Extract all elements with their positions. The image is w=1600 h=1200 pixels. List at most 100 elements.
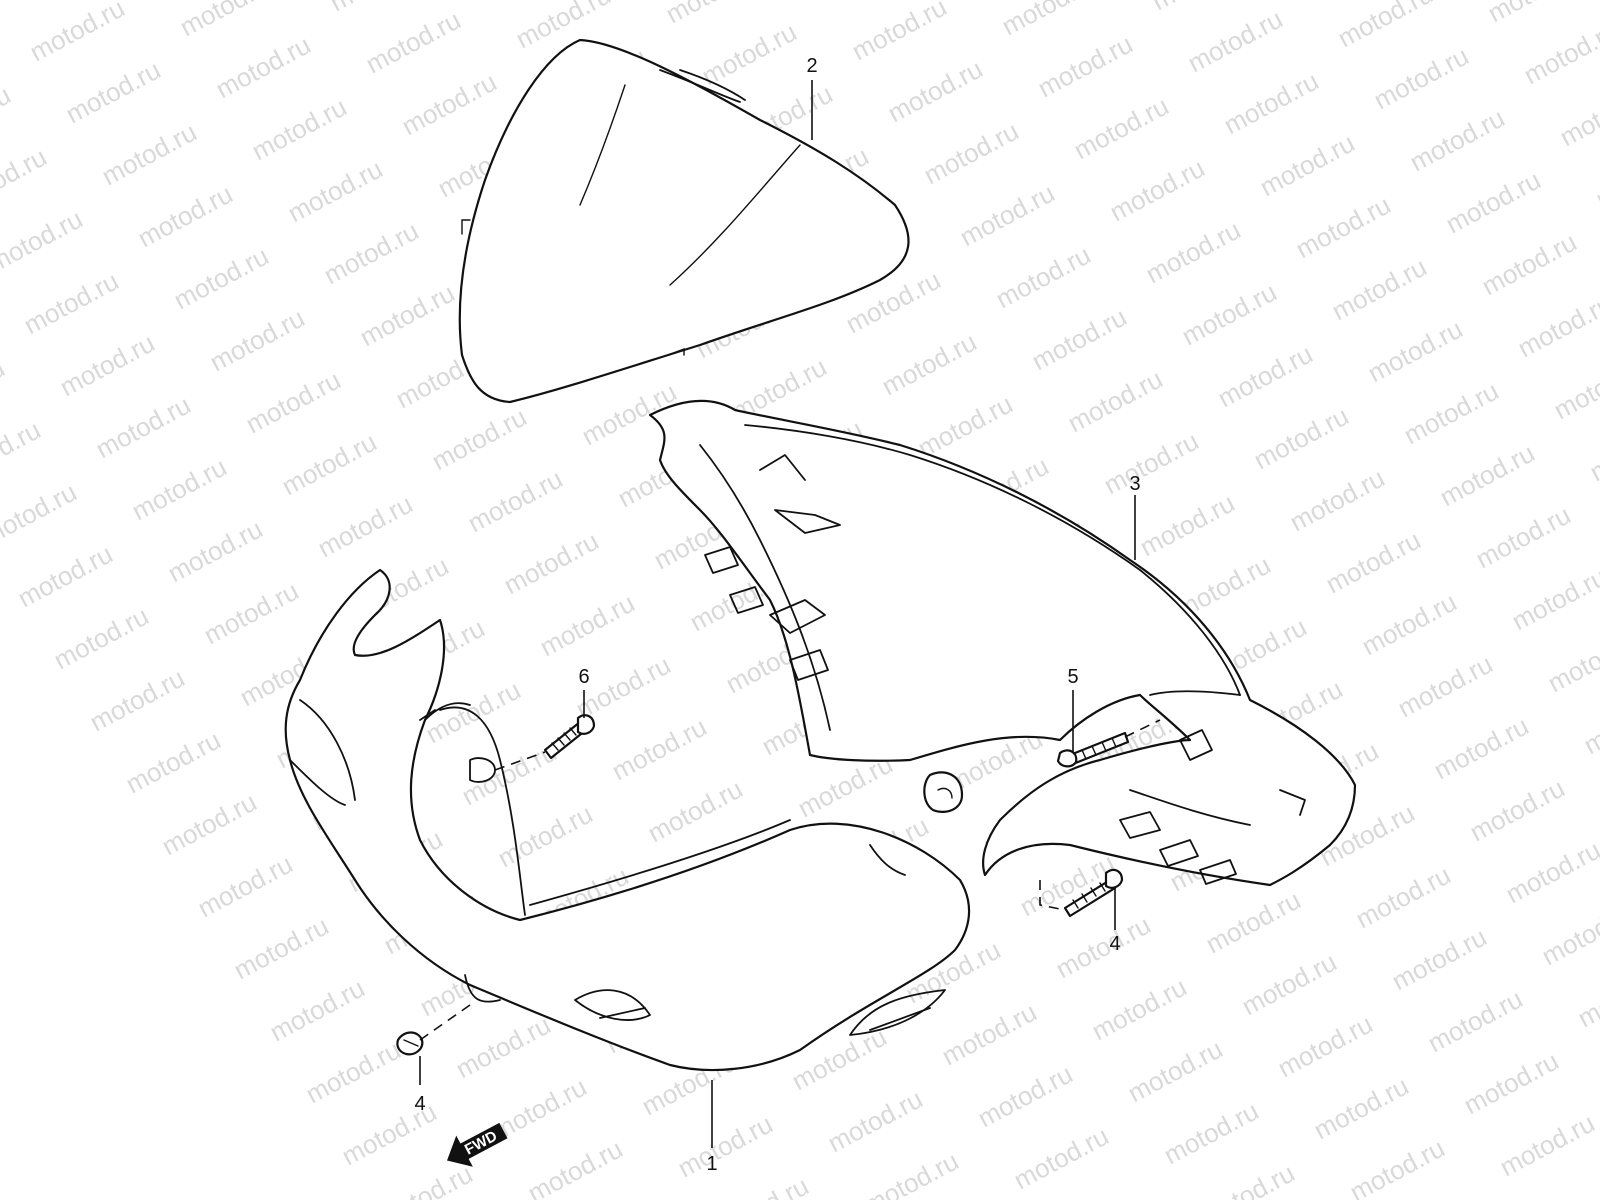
watermark-text: motod.ru <box>1069 91 1174 166</box>
screw-5 <box>1056 731 1130 768</box>
watermark-text: motod.ru <box>823 1084 928 1159</box>
watermark-text: motod.ru <box>265 973 370 1048</box>
watermark-text: motod.ru <box>1507 562 1600 637</box>
watermark-text: motod.ru <box>493 799 598 874</box>
watermark-text: motod.ru <box>337 1097 442 1172</box>
watermark-text: motod.ru <box>241 365 346 440</box>
watermark-text: motod.ru <box>1033 29 1138 104</box>
watermark-text: motod.ru <box>1549 351 1600 426</box>
watermark-text: motod.ru <box>1309 1071 1414 1146</box>
watermark-text: motod.ru <box>1471 500 1576 575</box>
watermark-text: motod.ru <box>1327 252 1432 327</box>
watermark-text: motod.ru <box>0 142 51 217</box>
watermark-text: motod.ru <box>1027 302 1132 377</box>
watermark-text: motod.ru <box>1477 227 1582 302</box>
watermark-text: motod.ru <box>91 390 196 465</box>
watermark-text: motod.ru <box>1429 711 1534 786</box>
watermark-text: motod.ru <box>1105 153 1210 228</box>
watermark-text: motod.ru <box>1405 103 1510 178</box>
watermark-text: motod.ru <box>1237 947 1342 1022</box>
watermark-text: motod.ru <box>955 178 1060 253</box>
watermark-text: motod.ru <box>169 241 274 316</box>
watermark-text: motod.ru <box>1063 364 1168 439</box>
watermark-text: motod.ru <box>175 0 280 42</box>
watermark-text: motod.ru <box>325 0 430 17</box>
watermark-text: motod.ru <box>397 67 502 142</box>
watermark-text: motod.ru <box>0 415 45 490</box>
watermark-text: motod.ru <box>607 712 712 787</box>
callout-labels: 2 3 6 5 4 4 1 <box>414 55 1140 1175</box>
screw-6 <box>543 714 596 760</box>
watermark-text: motod.ru <box>247 92 352 167</box>
watermark-text: motod.ru <box>0 477 81 552</box>
watermark-text: motod.ru <box>277 427 382 502</box>
watermark-text: motod.ru <box>193 849 298 924</box>
watermark-text: motod.ru <box>1519 16 1600 91</box>
watermark-text: motod.ru <box>211 30 316 105</box>
watermark-text: motod.ru <box>1273 1009 1378 1084</box>
watermark-text: motod.ru <box>1141 215 1246 290</box>
callout-4-left: 4 <box>414 1093 425 1115</box>
watermark-text: motod.ru <box>355 278 460 353</box>
watermark-text: motod.ru <box>55 328 160 403</box>
watermark-text: motod.ru <box>1423 984 1528 1059</box>
watermark-text: motod.ru <box>1195 1158 1300 1200</box>
watermark-text: motod.ru <box>157 787 262 862</box>
watermark-text: motod.ru <box>361 5 466 80</box>
watermark-text: motod.ru <box>1483 0 1588 28</box>
watermark-text: motod.ru <box>661 0 766 29</box>
watermark-text: motod.ru <box>0 204 87 279</box>
watermark-text: motod.ru <box>847 0 952 66</box>
watermark-text: motod.ru <box>1333 0 1438 53</box>
watermark-text: motod.ru <box>1249 401 1354 476</box>
watermark-text: motod.ru <box>25 0 130 67</box>
watermark-text: motod.ru <box>643 774 748 849</box>
watermark-text: motod.ru <box>0 80 15 155</box>
watermark-text: motod.ru <box>229 911 334 986</box>
watermark-text: motod.ru <box>133 179 238 254</box>
watermark-text: motod.ru <box>1351 860 1456 935</box>
watermark-text: motod.ru <box>283 154 388 229</box>
watermark-text: motod.ru <box>121 725 226 800</box>
watermark-text: motod.ru <box>1393 649 1498 724</box>
watermark-text: motod.ru <box>673 1109 778 1184</box>
watermark-text: motod.ru <box>1147 0 1252 16</box>
watermark-text: motod.ru <box>463 464 568 539</box>
watermark-text: motod.ru <box>163 514 268 589</box>
watermark-text: motod.ru <box>0 353 9 428</box>
watermark-text: motod.ru <box>1435 438 1540 513</box>
callout-4-right: 4 <box>1109 933 1120 955</box>
watermark-text: motod.ru <box>859 1146 964 1200</box>
watermark-text: motod.ru <box>319 216 424 291</box>
watermark-text: motod.ru <box>1591 140 1600 215</box>
watermark-text: motod.ru <box>97 117 202 192</box>
part-2-windscreen <box>458 38 910 404</box>
watermark-text: motod.ru <box>1399 376 1504 451</box>
watermark-text: motod.ru <box>61 55 166 130</box>
watermark-text: motod.ru <box>205 303 310 378</box>
screw-4-left <box>396 1031 424 1056</box>
watermark-text: motod.ru <box>937 997 1042 1072</box>
watermark-text: motod.ru <box>913 389 1018 464</box>
watermark-text: motod.ru <box>199 576 304 651</box>
watermark-text: motod.ru <box>1159 1096 1264 1171</box>
watermark-text: motod.ru <box>883 54 988 129</box>
watermark-text: motod.ru <box>877 327 982 402</box>
watermark-text: motod.ru <box>1321 525 1426 600</box>
watermark-text: motod.ru <box>1135 488 1240 563</box>
watermark-text: motod.ru <box>0 0 93 5</box>
watermark-text: motod.ru <box>709 1171 814 1200</box>
watermark-text: motod.ru <box>1369 41 1474 116</box>
watermark-text: motod.ru <box>1051 910 1156 985</box>
watermark-text: motod.ru <box>1177 277 1282 352</box>
watermark-text: motod.ru <box>1291 190 1396 265</box>
watermark-text: motod.ru <box>373 1159 478 1200</box>
fwd-label: FWD <box>462 1127 500 1158</box>
watermark-text: motod.ru <box>1009 1121 1114 1196</box>
watermark-text: motod.ru <box>973 1059 1078 1134</box>
watermark-text: motod.ru <box>535 588 640 663</box>
watermark-text: motod.ru <box>1573 959 1600 1034</box>
watermark-text: motod.ru <box>451 1010 556 1085</box>
watermark-text: motod.ru <box>1495 1108 1600 1183</box>
